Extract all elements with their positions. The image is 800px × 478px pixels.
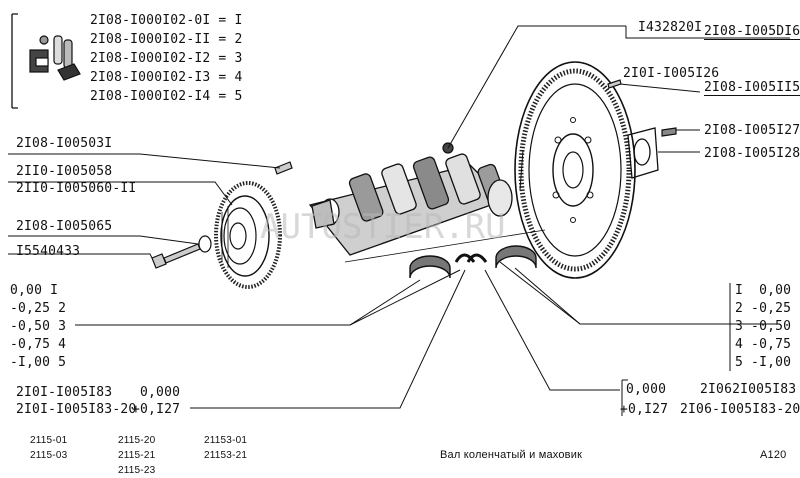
part-label-15540433: I5540433 bbox=[16, 244, 81, 259]
model-code: 2115-21 bbox=[118, 450, 156, 461]
thrust-right-size-1: 0,000 bbox=[626, 382, 667, 397]
size-right-1: I 0,00 bbox=[735, 283, 792, 298]
size-right-3: 3 -0,50 bbox=[735, 319, 792, 334]
legend-row-4: 2I08-I000I02-I3 = 4 bbox=[90, 70, 243, 85]
leader-lines bbox=[8, 25, 790, 409]
model-code: 2115-23 bbox=[118, 465, 156, 476]
thrust-left-size-2: +0,I27 bbox=[132, 402, 181, 417]
part-label-2108-1005127: 2I08-I005I27 bbox=[704, 123, 800, 138]
part-label-flywheel: 2I08-I005DI6 bbox=[704, 24, 800, 40]
size-right-5: 5 -I,00 bbox=[735, 355, 792, 370]
legend-row-1: 2I08-I000I02-0I = I bbox=[90, 13, 243, 28]
part-label-2108-1005031: 2I08-I00503I bbox=[16, 136, 113, 151]
thrust-right-part-2: 2I06-I005I83-20 bbox=[680, 402, 800, 417]
thrust-left-part-1: 2I0I-I005I83 bbox=[16, 385, 113, 400]
crankshaft bbox=[308, 153, 513, 256]
thrust-right-part-1: 2I062I005I83 bbox=[700, 382, 797, 397]
legend-row-2: 2I08-I000I02-II = 2 bbox=[90, 32, 243, 47]
part-label-2110-1005058: 2II0-I005058 bbox=[16, 164, 113, 179]
model-code: 2115-01 bbox=[30, 435, 68, 446]
fasteners bbox=[151, 79, 677, 269]
size-right-2: 2 -0,25 bbox=[735, 301, 792, 316]
part-label-2108-1005115: 2I08-I005II5 bbox=[704, 80, 800, 96]
size-right-4: 4 -0,75 bbox=[735, 337, 792, 352]
thrust-left-part-2: 2I0I-I005I83-20 bbox=[16, 402, 137, 417]
diagram-caption: Вал коленчатый и маховик bbox=[440, 449, 583, 461]
thrust-right-size-2: +0,I27 bbox=[620, 402, 669, 417]
part-label-1432820: I432820I bbox=[638, 20, 703, 35]
size-left-2: -0,25 2 bbox=[10, 301, 67, 316]
flange-plate bbox=[627, 127, 659, 179]
part-label-2110-1005060: 2II0-I005060-II bbox=[16, 181, 137, 196]
bearing-shells bbox=[409, 245, 537, 279]
model-code: 2115-20 bbox=[118, 435, 156, 446]
model-code: 21153-01 bbox=[204, 435, 248, 446]
center-axis-line bbox=[344, 229, 546, 263]
legend-bracket bbox=[11, 13, 18, 109]
watermark: AUTOSTIER.RU bbox=[260, 207, 506, 247]
part-label-2108-1005065: 2I08-I005065 bbox=[16, 219, 113, 234]
legend-row-3: 2I08-I000I02-I2 = 3 bbox=[90, 51, 243, 66]
part-label-2108-1005128: 2I08-I005I28 bbox=[704, 146, 800, 161]
size-left-3: -0,50 3 bbox=[10, 319, 67, 334]
size-left-5: -I,00 5 bbox=[10, 355, 67, 370]
flywheel bbox=[514, 61, 636, 279]
model-code: 21153-21 bbox=[204, 450, 248, 461]
legend-row-5: 2I08-I000I02-I4 = 5 bbox=[90, 89, 243, 104]
thrust-left-size-1: 0,000 bbox=[140, 385, 181, 400]
size-left-1: 0,00 I bbox=[10, 283, 59, 298]
page-code: A120 bbox=[760, 449, 787, 461]
model-code: 2115-03 bbox=[30, 450, 68, 461]
part-label-2101-1005126: 2I0I-I005I26 bbox=[623, 66, 720, 81]
bearing-set-icon bbox=[29, 35, 81, 81]
size-left-4: -0,75 4 bbox=[10, 337, 67, 352]
crankshaft-pulley bbox=[214, 181, 282, 289]
